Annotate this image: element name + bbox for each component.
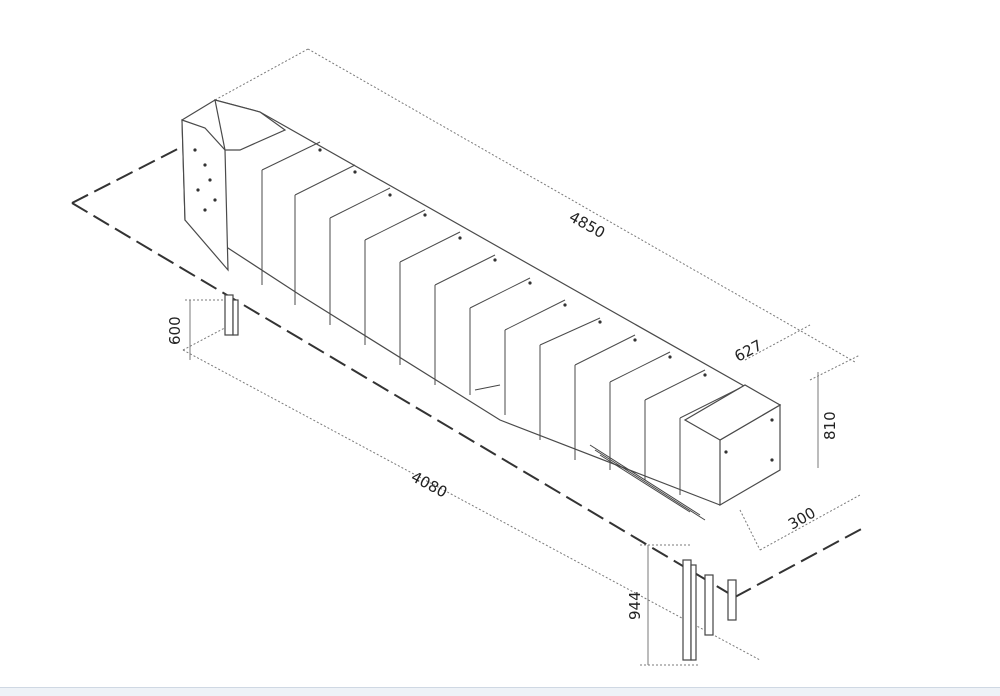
support-legs [224,294,737,661]
bottom-bar [0,687,1000,696]
drain-pipes [474,384,706,521]
label-end-offset: 300 [785,504,819,534]
dimension-right-leg [640,544,700,666]
dimension-end [739,324,861,551]
label-height-end: 810 [821,411,839,440]
channel-segments [261,141,741,495]
bolts [193,148,774,462]
label-support-span: 4080 [408,468,450,502]
label-total-length: 4850 [566,208,608,242]
label-left-leg: 600 [166,316,184,345]
label-width-top: 627 [731,336,765,365]
dimension-left-leg [185,299,230,360]
label-right-leg: 944 [626,591,644,620]
